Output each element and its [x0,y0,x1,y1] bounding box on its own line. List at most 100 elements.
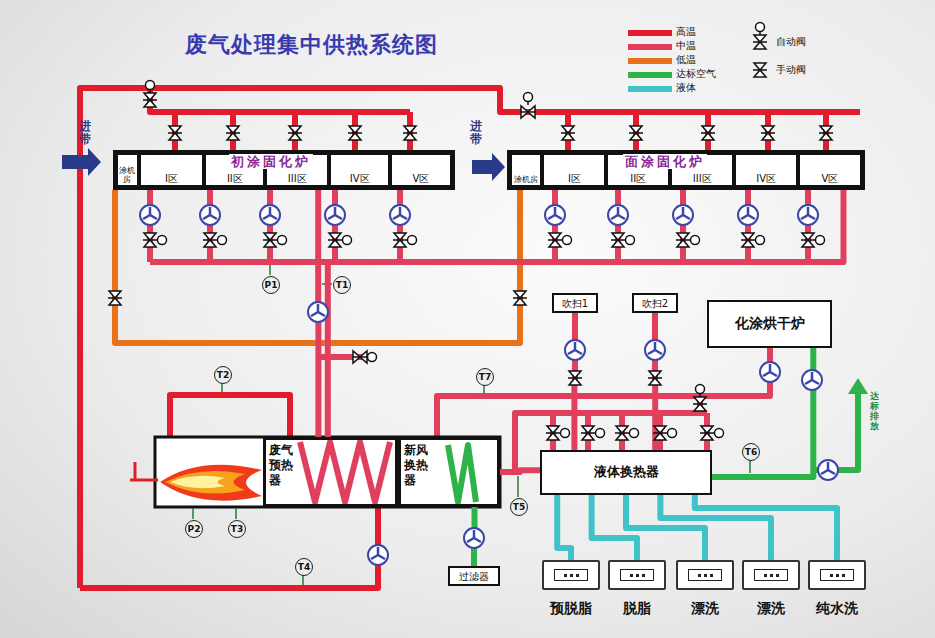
valve-actuator [668,429,677,438]
valve-stem [561,132,575,134]
fan-ring [325,205,345,225]
valve-symbol [203,233,227,247]
valve-symbol [288,126,302,140]
valve-stem [546,432,560,434]
fan-symbol [738,205,758,225]
fan-ring [308,302,328,322]
node-text: 新风换热器 [404,443,429,488]
valve-symbol [348,126,362,140]
valve-symbol [546,426,570,440]
legend-text: 手动阀 [776,63,806,77]
fan-symbol [645,340,665,360]
tank-dot [842,574,845,577]
fan-blade [335,215,342,219]
fan-blade [568,350,575,354]
valve-half [514,298,526,305]
valve-half [404,133,416,140]
valve-actuator [146,81,155,90]
node-text: II区 [630,173,646,184]
tank-box: 漂洗 [742,560,800,590]
valve-half [169,133,181,140]
vertical-label: 达标排放 [870,392,879,432]
tank-dot [576,574,579,577]
fan-blade [648,350,655,354]
tank-dot [770,574,773,577]
node-text: 吹扫1 [562,298,588,309]
valve-symbol [168,126,182,140]
tank-dot [764,574,767,577]
valve-stem [568,377,582,379]
valve-symbol [611,233,635,247]
zone-cell: IV区 [734,153,798,187]
callout-number: T5 [510,498,528,516]
fan-blade [270,215,277,219]
valve-symbol [701,126,715,140]
callout-number: T6 [742,443,760,461]
fan-symbol [260,205,280,225]
fan-blade [150,215,157,219]
valve-stem [203,239,217,241]
pipe-connector [557,495,571,560]
tank-dot [630,574,633,577]
valve-actuator [696,385,705,394]
fan-blade [654,342,657,350]
node-text: 液体换热器 [594,465,659,479]
valve-actuator [408,236,417,245]
valve-symbol [693,385,707,412]
equipment-box: 吹扫1 [552,293,598,313]
valve-actuator [524,93,533,102]
fan-symbol [798,205,818,225]
valve-half [547,433,559,440]
fan-ring [464,528,484,548]
tank-dot [564,574,567,577]
fan-blade [393,215,400,219]
fan-blade [555,215,562,219]
callout-number: T3 [228,520,246,538]
valve-half [802,240,814,247]
valve-half [762,133,774,140]
valve-half [329,240,341,247]
fan-ring [565,340,585,360]
fan-symbol [608,205,628,225]
fan-blade [269,207,272,215]
equipment-box: 液体换热器 [540,450,712,495]
furnace-box: 面涂固化炉涂机房I区II区III区IV区V区 [507,150,865,190]
pipe-connector [695,495,837,560]
valve-actuator [691,236,700,245]
pipe-connector [712,348,813,477]
valve-actuator [756,23,765,32]
valve-half [654,433,666,440]
valve-symbol [548,233,572,247]
valve-symbol [629,126,643,140]
node-text: IV区 [350,173,370,184]
node-text: V区 [822,173,839,184]
legend-swatch [628,86,672,92]
node-text: IV区 [756,173,776,184]
furnace-title: 初涂固化炉 [229,154,313,169]
zone-cell: 涂机房 [510,153,542,187]
valve-symbol [353,351,377,363]
valve-half [694,404,706,411]
fan-blade [311,312,318,316]
valve-half [349,133,361,140]
valve-half [630,133,642,140]
fan-blade [377,547,380,555]
valve-half [227,133,239,140]
node-text: 纯水洗 [816,600,858,618]
furnace-box: 初涂固化炉涂机房I区II区III区IV区V区 [113,150,455,190]
fan-symbol [308,302,328,322]
fan-ring [545,205,565,225]
valve-half [616,433,628,440]
fan-symbol [464,528,484,548]
node-text: 涂机房 [514,175,538,184]
tank-box: 预脱脂 [542,560,600,590]
fan-ring [368,545,388,565]
valve-stem [761,132,775,134]
fan-ring [140,205,160,225]
valve-actuator [715,429,724,438]
legend-swatch [628,72,672,78]
valve-half [612,240,624,247]
callout-number: P2 [185,520,203,538]
valve-half [109,298,121,305]
legend-text: 中温 [676,39,696,53]
